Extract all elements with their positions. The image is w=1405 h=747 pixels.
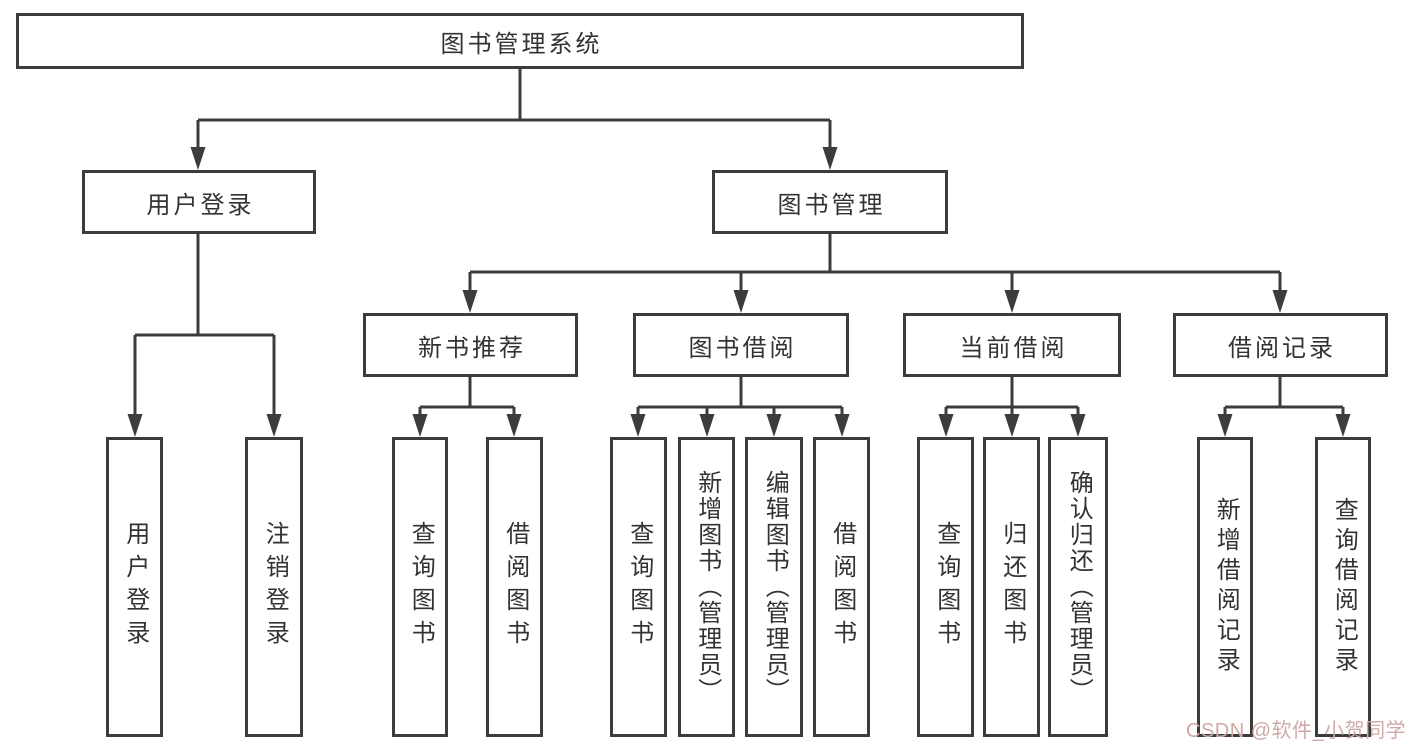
node-current-borrowing: 当前借阅 xyxy=(903,313,1121,377)
leaf-borrow-books: 借阅图书 xyxy=(813,437,870,737)
leaf-label: 查询图书 xyxy=(932,521,960,653)
leaf-label: 新增借阅记录 xyxy=(1212,497,1240,677)
leaf-label: 新增图书（管理员） xyxy=(693,470,721,704)
leaf-query-books-recommend: 查询图书 xyxy=(392,437,448,737)
edges-root xyxy=(196,68,832,148)
node-book-borrowing: 图书借阅 xyxy=(633,313,849,377)
node-library-system: 图书管理系统 xyxy=(16,13,1024,69)
edges-book-borrowing xyxy=(636,377,844,415)
leaf-label: 编辑图书（管理员） xyxy=(761,470,789,704)
edges-book-management xyxy=(468,234,1282,291)
leaf-edit-books-admin: 编辑图书（管理员） xyxy=(745,437,803,737)
node-label: 用户登录 xyxy=(146,191,255,219)
leaf-label: 注销登录 xyxy=(261,521,289,653)
edges-borrowing-records xyxy=(1223,377,1345,415)
leaf-label: 查询图书 xyxy=(625,521,653,653)
leaf-query-books-current: 查询图书 xyxy=(917,437,974,737)
edges-new-book-recommend xyxy=(418,377,516,415)
leaf-user-login: 用户登录 xyxy=(106,437,163,737)
leaf-label: 查询借阅记录 xyxy=(1330,497,1358,677)
node-label: 当前借阅 xyxy=(959,334,1068,362)
edges-current-borrowing xyxy=(944,377,1080,415)
csdn-watermark: CSDN @软件_小贺同学 xyxy=(1186,720,1405,742)
leaf-label: 查询图书 xyxy=(407,521,435,653)
node-user-login: 用户登录 xyxy=(82,170,316,234)
leaf-add-books-admin: 新增图书（管理员） xyxy=(678,437,735,737)
node-new-book-recommend: 新书推荐 xyxy=(363,313,578,377)
node-label: 图书管理 xyxy=(777,191,886,219)
leaf-confirm-return-admin: 确认归还（管理员） xyxy=(1048,437,1108,737)
leaf-add-borrow-record: 新增借阅记录 xyxy=(1197,437,1253,737)
leaf-borrow-books-recommend: 借阅图书 xyxy=(486,437,543,737)
leaf-label: 用户登录 xyxy=(121,521,149,653)
node-label: 图书管理系统 xyxy=(440,30,603,58)
leaf-label: 借阅图书 xyxy=(828,521,856,653)
leaf-query-borrow-record: 查询借阅记录 xyxy=(1315,437,1371,737)
leaf-logout: 注销登录 xyxy=(245,437,303,737)
node-label: 借阅记录 xyxy=(1228,334,1336,362)
node-borrowing-records: 借阅记录 xyxy=(1173,313,1388,377)
leaf-query-books-borrowing: 查询图书 xyxy=(610,437,667,737)
node-book-management: 图书管理 xyxy=(712,170,948,234)
leaf-return-books: 归还图书 xyxy=(983,437,1040,737)
leaf-label: 确认归还（管理员） xyxy=(1065,470,1093,704)
arrowheads xyxy=(127,147,1351,437)
edges-user-login xyxy=(133,234,276,415)
leaf-label: 借阅图书 xyxy=(501,521,529,653)
node-label: 图书借阅 xyxy=(688,334,797,362)
node-label: 新书推荐 xyxy=(418,334,526,362)
leaf-label: 归还图书 xyxy=(998,521,1026,653)
